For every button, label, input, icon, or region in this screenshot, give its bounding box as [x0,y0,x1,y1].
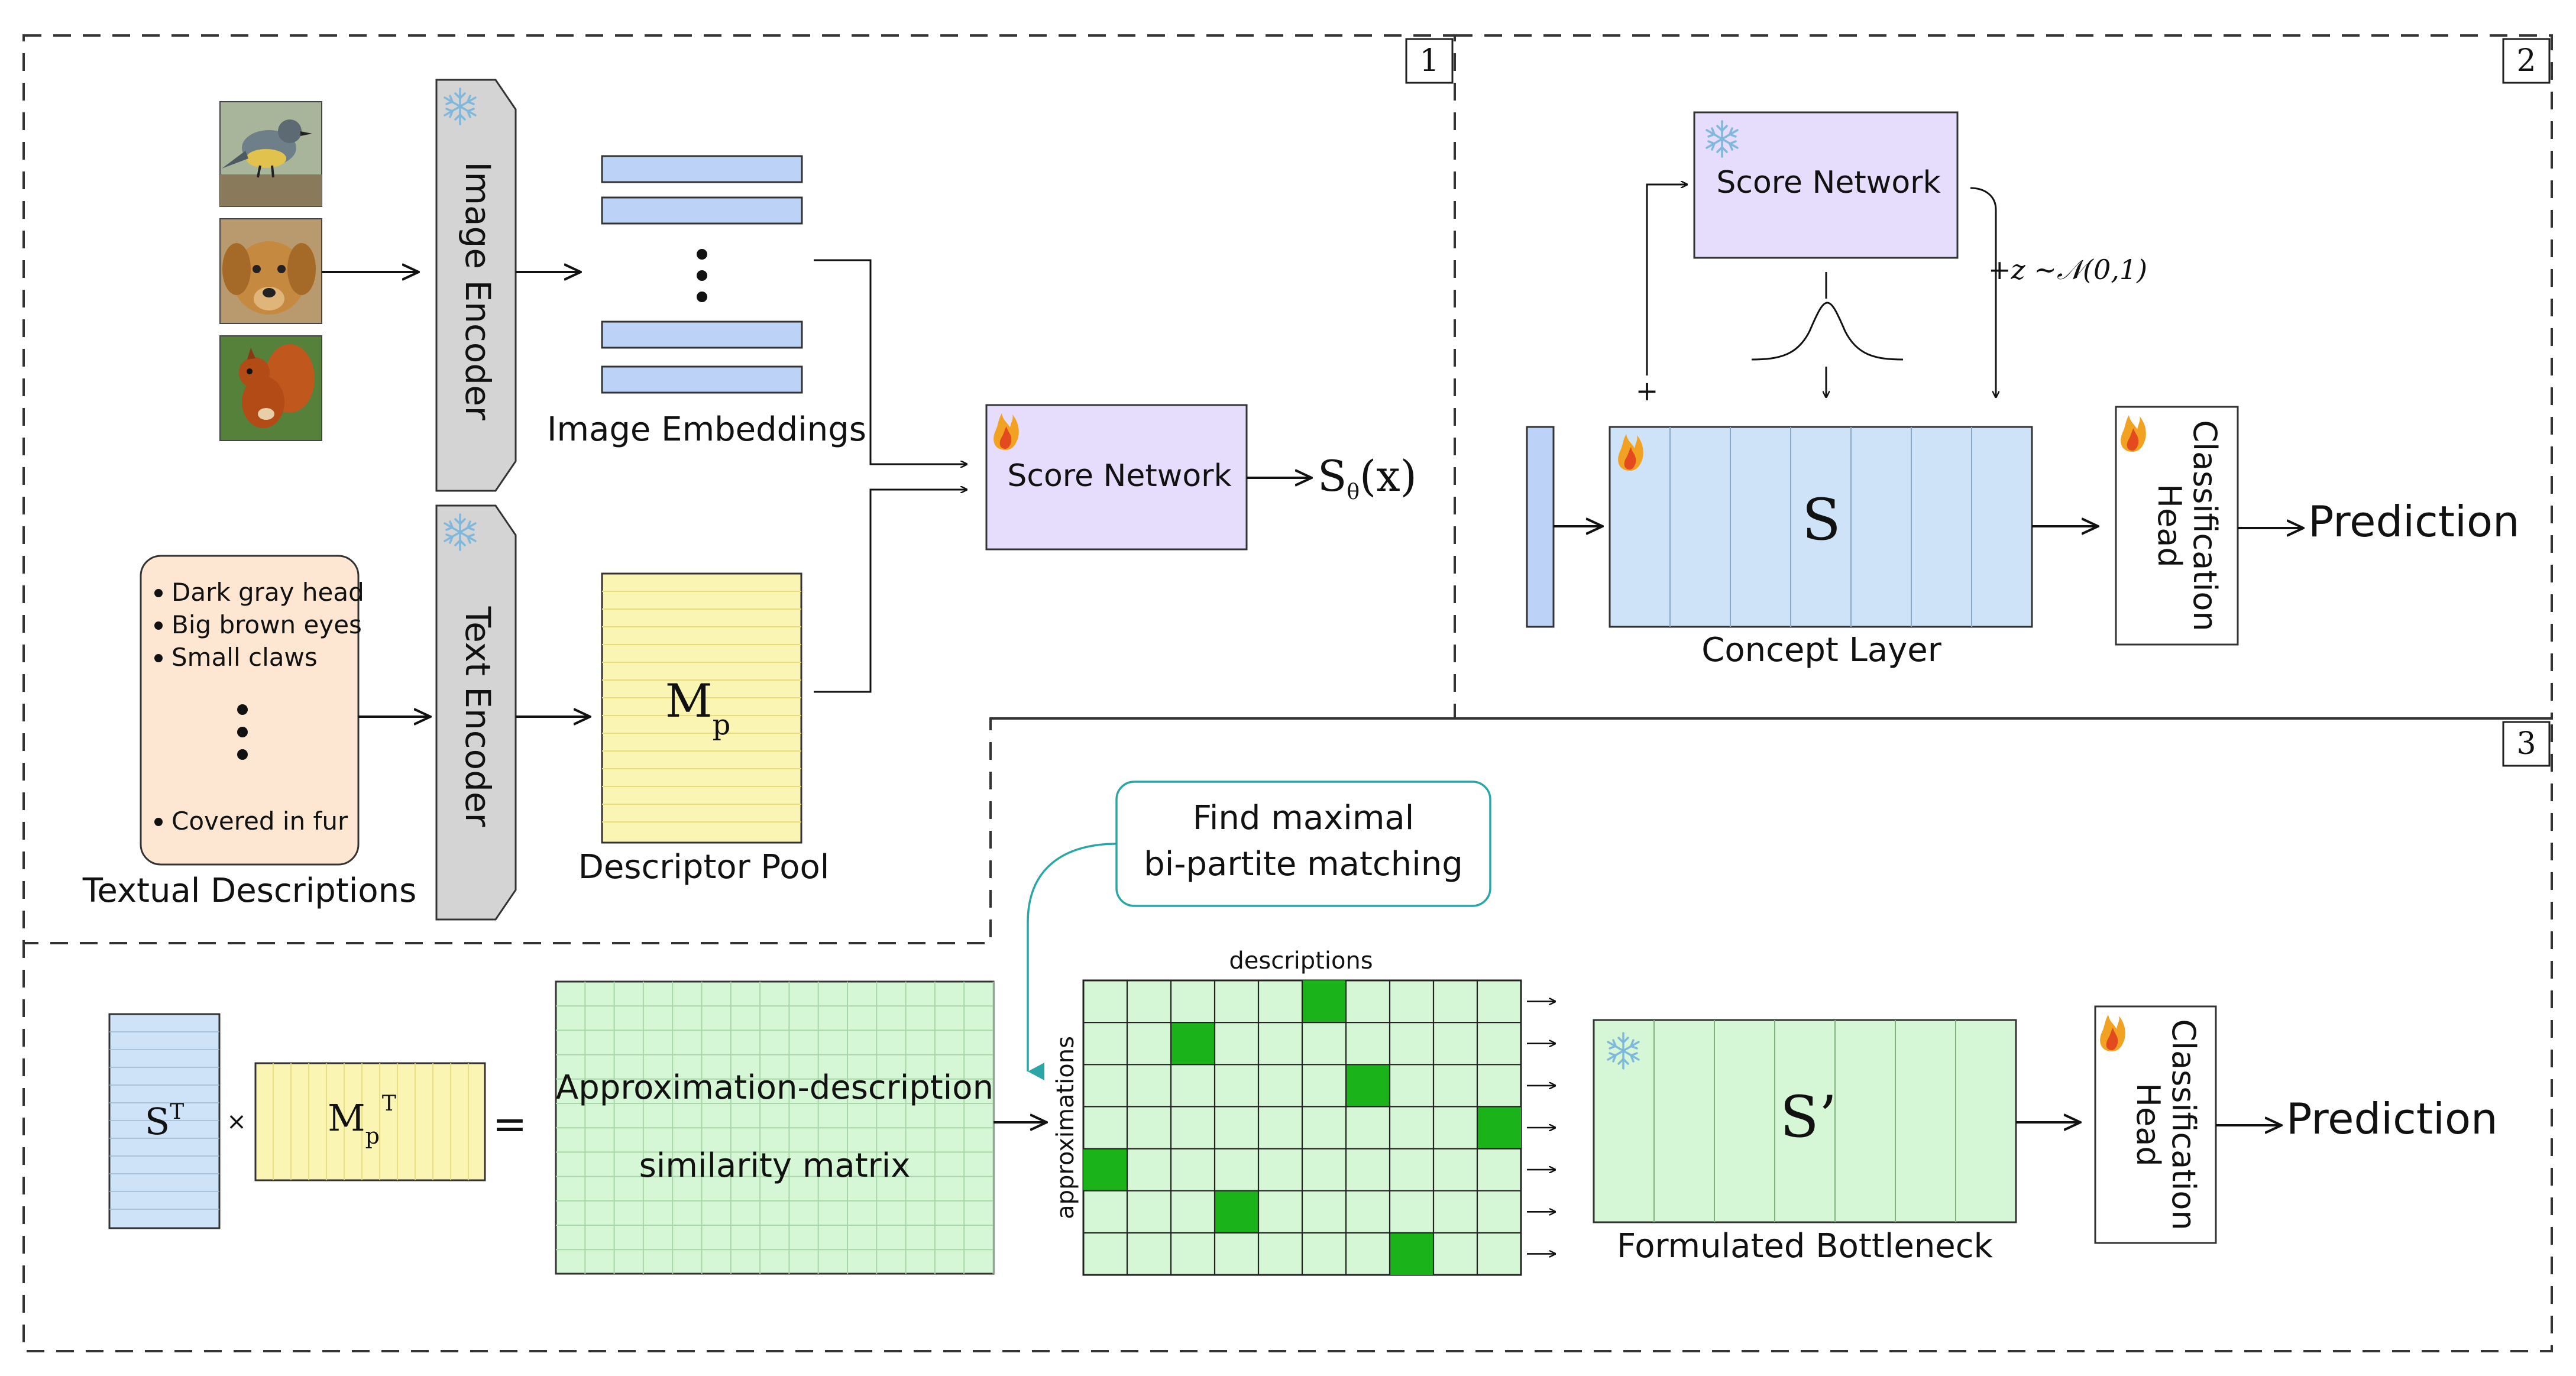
prediction-2-label: Prediction [2308,497,2520,546]
match-cell [1215,1190,1258,1233]
noise-label: +z ~𝒩(0,1) [1988,254,2147,286]
score-network-2: Score Network [1693,111,1959,259]
embedding-bar [601,320,803,349]
concept-s-label: S [1802,487,1841,553]
image-encoder: Image Encoder [435,79,517,492]
score-network-1: Score Network [985,404,1248,551]
mp-transpose: MpT [254,1062,486,1181]
embedding-bar [601,155,803,183]
classification-head-2-label: ClassificationHead [2151,420,2224,631]
formulated-bottleneck: S’ Formulated Bottleneck [1593,1019,2017,1265]
feedback-arrow [1646,184,1687,375]
match-cell [1302,980,1346,1023]
squirrel-image [219,335,322,441]
textual-descriptions: Dark gray head Big brown eyes Small claw… [82,555,417,910]
match-cell [1171,1022,1215,1065]
similarity-matrix-line1: Approximation-description [556,1069,993,1107]
plus-sign: + [1636,375,1659,407]
matching-callout-line2: bi-partite matching [1144,845,1463,883]
score-network-1-label: Score Network [1007,458,1231,494]
panel-3-number: 3 [2502,721,2551,767]
panel-2-number-text: 2 [2516,43,2536,79]
prediction-3-label: Prediction [2286,1094,2498,1144]
times-sign: × [226,1108,247,1135]
classification-head-3: ClassificationHead [2094,1005,2217,1244]
panel-3-border [22,717,2553,1352]
panel-2-border [1455,34,2553,720]
score-network-2-label: Score Network [1716,165,1940,200]
match-cell [1390,1232,1433,1275]
text-item-4: Covered in fur [171,807,348,836]
image-encoder-label: Image Encoder [458,161,498,420]
text-encoder-label: Text Encoder [458,606,498,827]
mp-label: Mp [665,675,731,742]
panel-1-number: 1 [1405,38,1454,84]
concept-layer-label: Concept Layer [1701,631,1942,669]
embedding-bar [601,365,803,394]
input-vector [1526,426,1555,628]
similarity-matrix-line2: similarity matrix [639,1147,911,1185]
panel-1-number-text: 1 [1419,43,1439,79]
ellipsis-dot [697,270,707,281]
dog-image [219,218,322,324]
embeddings-to-score-arrow [814,259,967,464]
similarity-matrix: Approximation-description similarity mat… [555,980,995,1275]
approximations-axis-label: approximations [1052,1036,1079,1219]
match-cell [1346,1064,1390,1107]
text-encoder: Text Encoder [435,504,517,921]
panel-3-number-text: 3 [2516,726,2536,762]
embedding-bar [601,196,803,225]
bird-image [219,101,322,207]
gaussian-curve [1751,272,1904,397]
s-transpose: ST [108,1013,221,1229]
text-item-3: Small claws [171,643,318,672]
s-transpose-label: ST [145,1100,185,1143]
matching-callout-line1: Find maximal [1193,799,1415,837]
descriptions-axis-label: descriptions [1229,947,1373,974]
match-cell [1083,1148,1127,1191]
concept-layer: S Concept Layer [1609,426,2033,669]
matching-grid: descriptions approximations [1052,947,1555,1276]
ellipsis-dot [237,749,248,760]
ellipsis-dot [697,249,707,260]
descriptor-pool: Mp Descriptor Pool [578,572,830,886]
callout-pointer-arrow [1027,843,1117,1080]
panel-2-number: 2 [2502,38,2551,84]
mp-transpose-label: MpT [328,1092,396,1149]
image-embeddings: Image Embeddings [547,155,866,449]
classification-head-2: ClassificationHead [2115,406,2239,646]
match-cell [1477,1106,1521,1149]
image-embeddings-label: Image Embeddings [547,410,866,449]
descriptor-pool-label: Descriptor Pool [578,848,830,886]
noise-arrow [1970,187,1996,397]
s-prime-label: S’ [1780,1084,1837,1150]
text-item-2: Big brown eyes [171,610,362,639]
equals-sign: = [493,1100,528,1148]
textual-descriptions-label: Textual Descriptions [82,872,417,910]
pool-to-score-arrow [814,490,967,693]
score-output-label: Sθ(x) [1318,451,1417,504]
matching-callout: Find maximal bi-partite matching [1115,781,1491,907]
classification-head-3-label: ClassificationHead [2130,1019,2202,1230]
formulated-bottleneck-label: Formulated Bottleneck [1617,1227,1994,1265]
ellipsis-dot [697,292,707,302]
ellipsis-dot [237,704,248,715]
text-item-1: Dark gray head [171,578,364,607]
ellipsis-dot [237,727,248,737]
